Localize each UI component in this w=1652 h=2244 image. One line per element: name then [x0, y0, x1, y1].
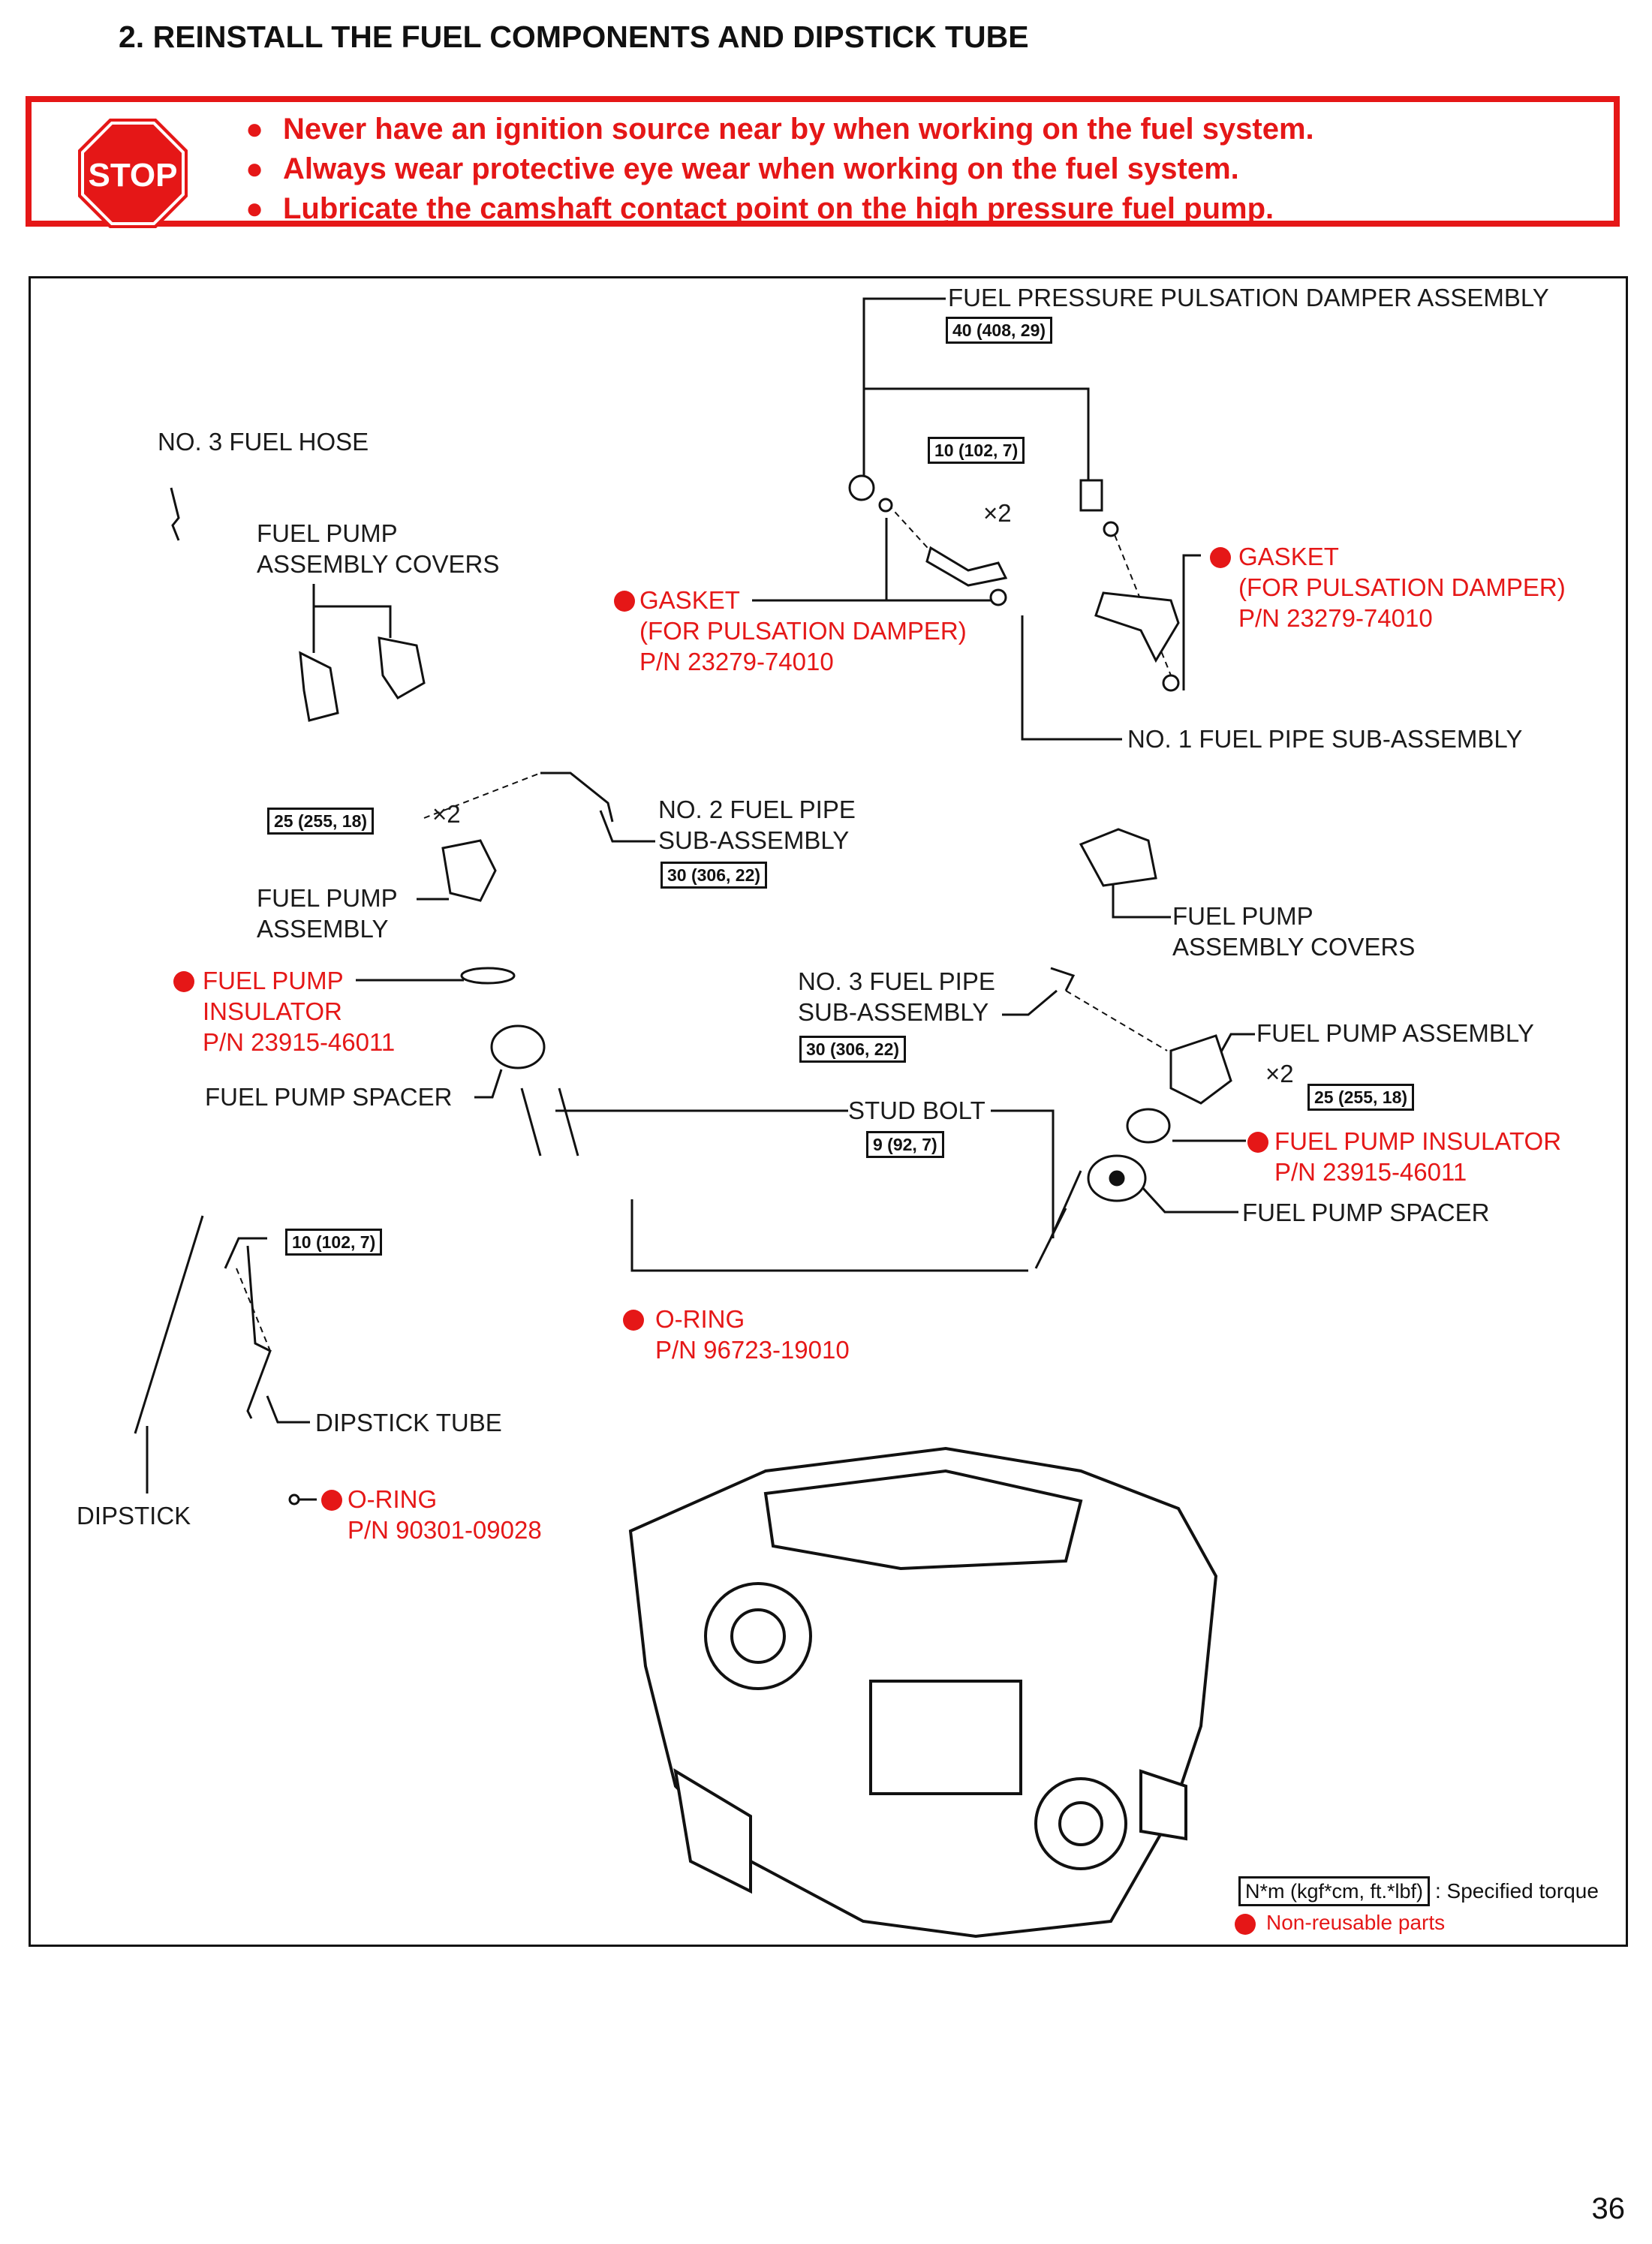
legend-torque-box: N*m (kgf*cm, ft.*lbf) — [1238, 1876, 1431, 1906]
label-gasket-right-2: (FOR PULSATION DAMPER) — [1238, 573, 1566, 601]
label-gasket-right-3: P/N 23279-74010 — [1238, 604, 1433, 632]
label-fuel-pipe-2-1: NO. 2 FUEL PIPE — [658, 796, 856, 823]
label-gasket-right-1: GASKET — [1238, 543, 1339, 570]
svg-text:STOP: STOP — [88, 157, 177, 194]
label-insulator-right-2: P/N 23915-46011 — [1274, 1158, 1467, 1186]
stop-sign-icon: STOP — [78, 119, 188, 228]
torque-damper: 40 (408, 29) — [946, 317, 1053, 344]
label-gasket-left-3: P/N 23279-74010 — [639, 648, 834, 675]
label-spacer-left: FUEL PUMP SPACER — [205, 1083, 453, 1111]
label-insulator-left-3: P/N 23915-46011 — [203, 1028, 396, 1056]
label-fuel-pump-left-1: FUEL PUMP — [257, 884, 398, 912]
label-gasket-left-2: (FOR PULSATION DAMPER) — [639, 617, 967, 645]
label-spacer-right: FUEL PUMP SPACER — [1242, 1199, 1490, 1226]
torque-pump-right: 25 (255, 18) — [1307, 1084, 1415, 1111]
label-oring-mid-1: O-RING — [655, 1305, 745, 1333]
warning-list: ●Never have an ignition source near by w… — [245, 110, 1314, 229]
label-fuel-pipe-1: NO. 1 FUEL PIPE SUB-ASSEMBLY — [1127, 725, 1523, 753]
page-number: 36 — [1591, 2192, 1626, 2225]
label-oring-bottom-1: O-RING — [348, 1485, 438, 1513]
legend-torque-text: : Specified torque — [1435, 1879, 1599, 1903]
label-fuel-pump-left-2: ASSEMBLY — [257, 915, 389, 943]
nonreusable-bullet — [623, 1310, 644, 1331]
legend-nonreusable: Non-reusable parts — [1266, 1911, 1446, 1934]
nonreusable-bullet — [1247, 1132, 1268, 1153]
label-stud-bolt: STUD BOLT — [848, 1096, 985, 1124]
nonreusable-bullet — [173, 971, 194, 992]
label-x2-right: ×2 — [1265, 1060, 1294, 1087]
diagram-frame — [29, 276, 1628, 1947]
label-fuel-pipe-3-1: NO. 3 FUEL PIPE — [798, 967, 995, 995]
label-dipstick-tube: DIPSTICK TUBE — [315, 1409, 502, 1436]
label-insulator-left-1: FUEL PUMP — [203, 967, 344, 994]
label-pump-covers-right-1: FUEL PUMP — [1172, 902, 1313, 930]
label-gasket-left-1: GASKET — [639, 586, 740, 614]
label-dipstick: DIPSTICK — [77, 1502, 191, 1530]
label-x2-top: ×2 — [983, 499, 1012, 527]
label-oring-mid-2: P/N 96723-19010 — [655, 1336, 850, 1364]
torque-pipe2: 30 (306, 22) — [660, 862, 768, 889]
label-fuel-pipe-2-2: SUB-ASSEMBLY — [658, 826, 850, 854]
nonreusable-bullet — [614, 591, 635, 612]
label-fuel-pump-right: FUEL PUMP ASSEMBLY — [1256, 1019, 1534, 1047]
warning-box: STOP ●Never have an ignition source near… — [26, 96, 1620, 229]
torque-pipe1-bolt: 10 (102, 7) — [928, 437, 1025, 464]
label-pump-covers-right-2: ASSEMBLY COVERS — [1172, 933, 1416, 961]
section-title: 2. REINSTALL THE FUEL COMPONENTS AND DIP… — [119, 20, 1029, 54]
label-pump-covers-top-1: FUEL PUMP — [257, 519, 398, 547]
torque-pump-left: 25 (255, 18) — [267, 808, 375, 835]
label-fuel-pipe-3-2: SUB-ASSEMBLY — [798, 998, 989, 1026]
warning-item: ●Lubricate the camshaft contact point on… — [245, 192, 1274, 225]
torque-stud: 9 (92, 7) — [866, 1131, 944, 1158]
torque-dipstick-tube: 10 (102, 7) — [285, 1229, 383, 1256]
torque-pipe3: 30 (306, 22) — [799, 1036, 907, 1063]
label-insulator-left-2: INSULATOR — [203, 997, 342, 1025]
label-oring-bottom-2: P/N 90301-09028 — [348, 1516, 542, 1544]
nonreusable-bullet — [1210, 547, 1231, 568]
label-fuel-hose: NO. 3 FUEL HOSE — [158, 428, 369, 456]
legend-bullet — [1235, 1914, 1256, 1935]
label-fuel-pressure-damper: FUEL PRESSURE PULSATION DAMPER ASSEMBLY — [948, 284, 1549, 311]
label-x2-left: ×2 — [432, 800, 461, 828]
label-insulator-right-1: FUEL PUMP INSULATOR — [1274, 1127, 1562, 1155]
warning-item: ●Never have an ignition source near by w… — [245, 113, 1314, 146]
nonreusable-bullet — [321, 1490, 342, 1511]
warning-item: ●Always wear protective eye wear when wo… — [245, 152, 1239, 185]
label-pump-covers-top-2: ASSEMBLY COVERS — [257, 550, 500, 578]
